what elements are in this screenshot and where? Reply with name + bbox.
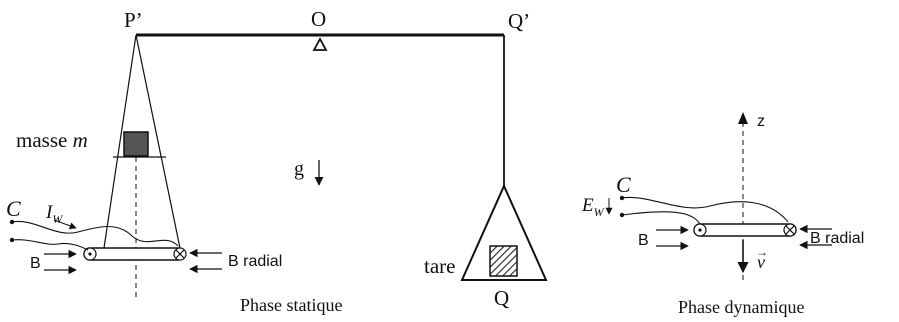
right-end-label: Q’ bbox=[508, 9, 530, 33]
pivot-knife-edge bbox=[312, 37, 328, 51]
static-terminal-1 bbox=[9, 219, 15, 225]
current-arrow bbox=[53, 219, 77, 230]
emf-label: EW bbox=[581, 195, 605, 219]
mass-block bbox=[123, 131, 149, 157]
left-pan bbox=[103, 34, 181, 298]
pivot-label: O bbox=[311, 7, 326, 31]
dynamic-terminal-1 bbox=[619, 195, 625, 201]
dynamic-coil-wires bbox=[621, 196, 789, 225]
dynamic-coil-label: C bbox=[616, 172, 631, 197]
dynamic-terminal-2 bbox=[619, 212, 625, 218]
dynamic-b-label: B bbox=[638, 232, 649, 249]
current-label: IW bbox=[45, 202, 63, 226]
static-phase-caption: Phase statique bbox=[240, 295, 342, 315]
static-coil-wires bbox=[11, 220, 179, 251]
velocity-label: v bbox=[757, 252, 765, 272]
dynamic-b-radial-label: B radial bbox=[810, 230, 864, 247]
right-pan-label: Q bbox=[494, 286, 509, 310]
dynamic-coil bbox=[693, 223, 797, 237]
static-coil-label: C bbox=[6, 196, 21, 221]
static-b-radial-label: B radial bbox=[228, 253, 282, 270]
z-axis-label: z bbox=[757, 113, 765, 130]
tare-weight bbox=[489, 245, 518, 277]
z-axis-arrowhead bbox=[738, 112, 748, 124]
dynamic-phase-caption: Phase dynamique bbox=[678, 297, 804, 317]
left-end-label: P’ bbox=[124, 8, 143, 32]
gravity-label: g bbox=[294, 158, 304, 180]
right-pan bbox=[460, 183, 548, 281]
static-terminal-2 bbox=[9, 237, 15, 243]
tare-label: tare bbox=[424, 254, 455, 278]
static-coil bbox=[83, 247, 187, 261]
mass-label: masse m bbox=[16, 128, 88, 152]
static-b-label: B bbox=[30, 255, 41, 272]
velocity-arrow-glyph: → bbox=[756, 245, 768, 259]
